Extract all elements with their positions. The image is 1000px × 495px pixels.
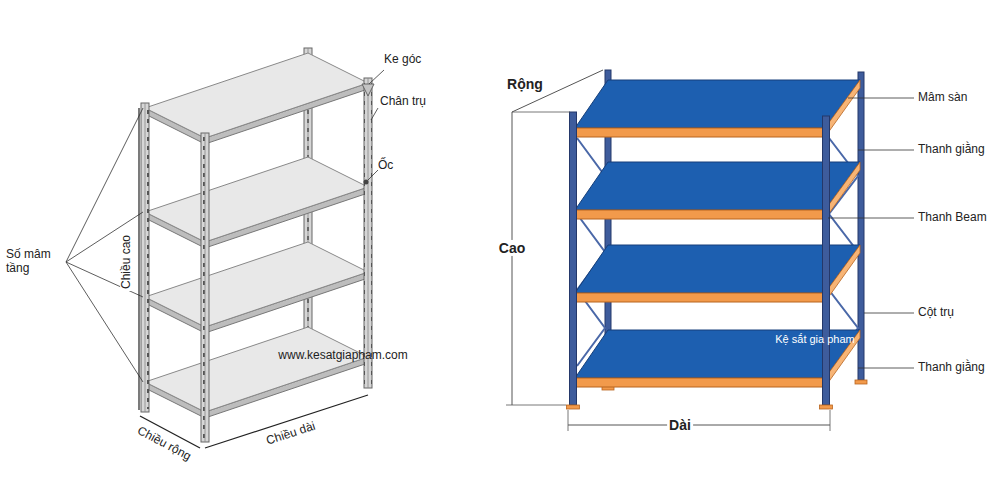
- extension-line: [506, 405, 566, 406]
- shelf-deck: [145, 327, 368, 412]
- leader-line: [848, 98, 914, 99]
- post-fold: [145, 103, 146, 412]
- height-dimension: [512, 112, 513, 405]
- angle-post: [201, 133, 209, 442]
- upright-post: [823, 116, 830, 405]
- heavy-rack: [567, 70, 868, 409]
- base-plate: [855, 380, 867, 384]
- post-fold: [205, 133, 206, 442]
- corner-bracket: [362, 84, 374, 96]
- dimension-label: Rộng: [507, 76, 543, 92]
- angle-post: [364, 78, 372, 388]
- shelf-deck: [145, 242, 368, 327]
- part-name: Thanh giằng: [918, 143, 985, 157]
- bolt: [364, 180, 369, 185]
- watermark: www.kesatgiapham.com: [278, 349, 407, 363]
- deck-panel: [575, 162, 860, 210]
- leader-line: [864, 313, 914, 314]
- leader-line: [368, 170, 378, 180]
- length-dimension: [205, 395, 368, 448]
- part-name: Mâm sàn: [918, 91, 967, 105]
- shelf-deck: [145, 157, 368, 242]
- side-beam: [825, 80, 860, 137]
- leader-line: [858, 150, 914, 151]
- length-dimension: [568, 425, 830, 426]
- front-beam: [575, 210, 825, 219]
- deck-panel: [575, 245, 860, 293]
- shelf-deck: [145, 53, 368, 138]
- dimension-label: Chiều dài: [265, 420, 317, 449]
- base-plate: [820, 405, 833, 409]
- upright-post: [570, 112, 577, 405]
- dimension-label: Dài: [667, 417, 693, 433]
- part-name: Cột trụ: [918, 306, 954, 320]
- post-fold: [368, 78, 369, 388]
- extension-line: [830, 410, 831, 431]
- part-name: Ốc: [378, 159, 393, 173]
- dimension-label: Cao: [497, 240, 527, 256]
- light-shelf: [141, 48, 374, 442]
- side-beam: [825, 245, 860, 302]
- watermark: Kệ sắt gia pham: [775, 333, 855, 346]
- dimension-lines: [66, 70, 914, 448]
- leader-line: [371, 108, 378, 120]
- height-dimension: [138, 108, 139, 410]
- part-name: Số mâm tầng: [6, 248, 62, 276]
- dimension-label: Chiều cao: [120, 233, 134, 291]
- front-beam: [575, 128, 825, 137]
- leader-line: [858, 368, 914, 369]
- part-name: Thanh Beam: [918, 211, 987, 225]
- front-beam: [575, 293, 825, 302]
- leader-line: [369, 70, 384, 84]
- front-beam: [575, 378, 825, 387]
- side-beam: [825, 162, 860, 219]
- extension-line: [512, 112, 570, 113]
- angle-post: [141, 103, 149, 412]
- dimension-label: Chiều rộng: [135, 424, 193, 464]
- base-plate: [567, 405, 580, 409]
- leader-line: [828, 218, 914, 219]
- deck-panel: [575, 80, 860, 128]
- deck-panel: [575, 330, 860, 378]
- part-name: Thanh giằng: [918, 361, 985, 375]
- extension-line: [568, 410, 569, 431]
- part-name: Chân trụ: [380, 95, 426, 109]
- part-name: Ke góc: [384, 53, 421, 67]
